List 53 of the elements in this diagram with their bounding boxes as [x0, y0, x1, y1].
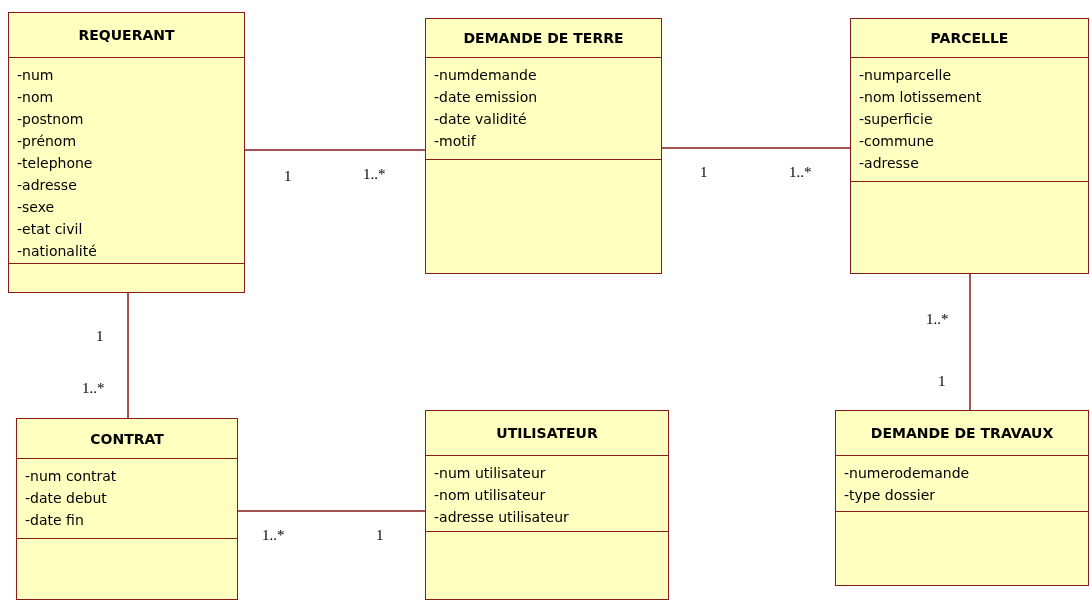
multiplicity-label: 1..*: [789, 164, 812, 181]
attribute-text: -etat civil: [17, 220, 83, 239]
attribute-text: -nom utilisateur: [434, 486, 546, 505]
class-name: UTILISATEUR: [496, 425, 598, 441]
attribute-text: -prénom: [17, 132, 77, 151]
class-name: DEMANDE DE TRAVAUX: [870, 425, 1054, 441]
attribute-text: -postnom: [17, 110, 84, 129]
class-box: [835, 410, 1089, 586]
attribute-text: -nom lotissement: [859, 88, 982, 107]
class-name: CONTRAT: [90, 430, 164, 447]
association-line: [237, 510, 426, 512]
attribute-text: -nom: [17, 88, 54, 107]
multiplicity-label: 1: [700, 164, 708, 181]
attribute-text: -date emission: [434, 88, 538, 107]
association-line: [127, 292, 129, 419]
attribute-text: -motif: [434, 132, 476, 151]
multiplicity-label: 1..*: [262, 527, 285, 544]
class-name: REQUERANT: [78, 27, 175, 43]
multiplicity-label: 1..*: [82, 380, 105, 397]
class-box: [425, 18, 662, 274]
attribute-text: -adresse: [859, 154, 919, 173]
attribute-text: -nationalité: [17, 242, 97, 261]
multiplicity-label: 1: [96, 328, 104, 345]
class-box: [16, 418, 238, 600]
class-box: [850, 18, 1089, 274]
attribute-text: -adresse: [17, 176, 77, 195]
multiplicity-label: 1..*: [363, 166, 386, 183]
attribute-text: -telephone: [17, 154, 93, 173]
attribute-text: -adresse utilisateur: [434, 508, 569, 527]
attribute-text: -num utilisateur: [434, 464, 546, 483]
class-box: [8, 12, 245, 293]
multiplicity-label: 1: [376, 527, 384, 544]
attribute-text: -type dossier: [844, 486, 936, 505]
attribute-text: -numerodemande: [844, 464, 970, 483]
association-line: [661, 147, 851, 149]
association-line: [969, 273, 971, 411]
class-name: PARCELLE: [930, 30, 1009, 46]
attribute-text: -superficie: [859, 110, 933, 129]
class-name: DEMANDE DE TERRE: [463, 30, 624, 46]
class-box: [425, 410, 669, 600]
attribute-text: -num: [17, 66, 54, 85]
attribute-text: -numdemande: [434, 66, 537, 85]
attribute-text: -num contrat: [25, 467, 117, 486]
attribute-text: -commune: [859, 132, 934, 151]
multiplicity-label: 1..*: [926, 311, 949, 328]
multiplicity-label: 1: [938, 373, 946, 390]
attribute-text: -date fin: [25, 511, 84, 530]
attribute-text: -sexe: [17, 198, 55, 217]
attribute-text: -date validité: [434, 110, 527, 129]
attribute-text: -numparcelle: [859, 66, 952, 85]
association-line: [244, 149, 426, 151]
attribute-text: -date debut: [25, 489, 107, 508]
multiplicity-label: 1: [284, 168, 292, 185]
